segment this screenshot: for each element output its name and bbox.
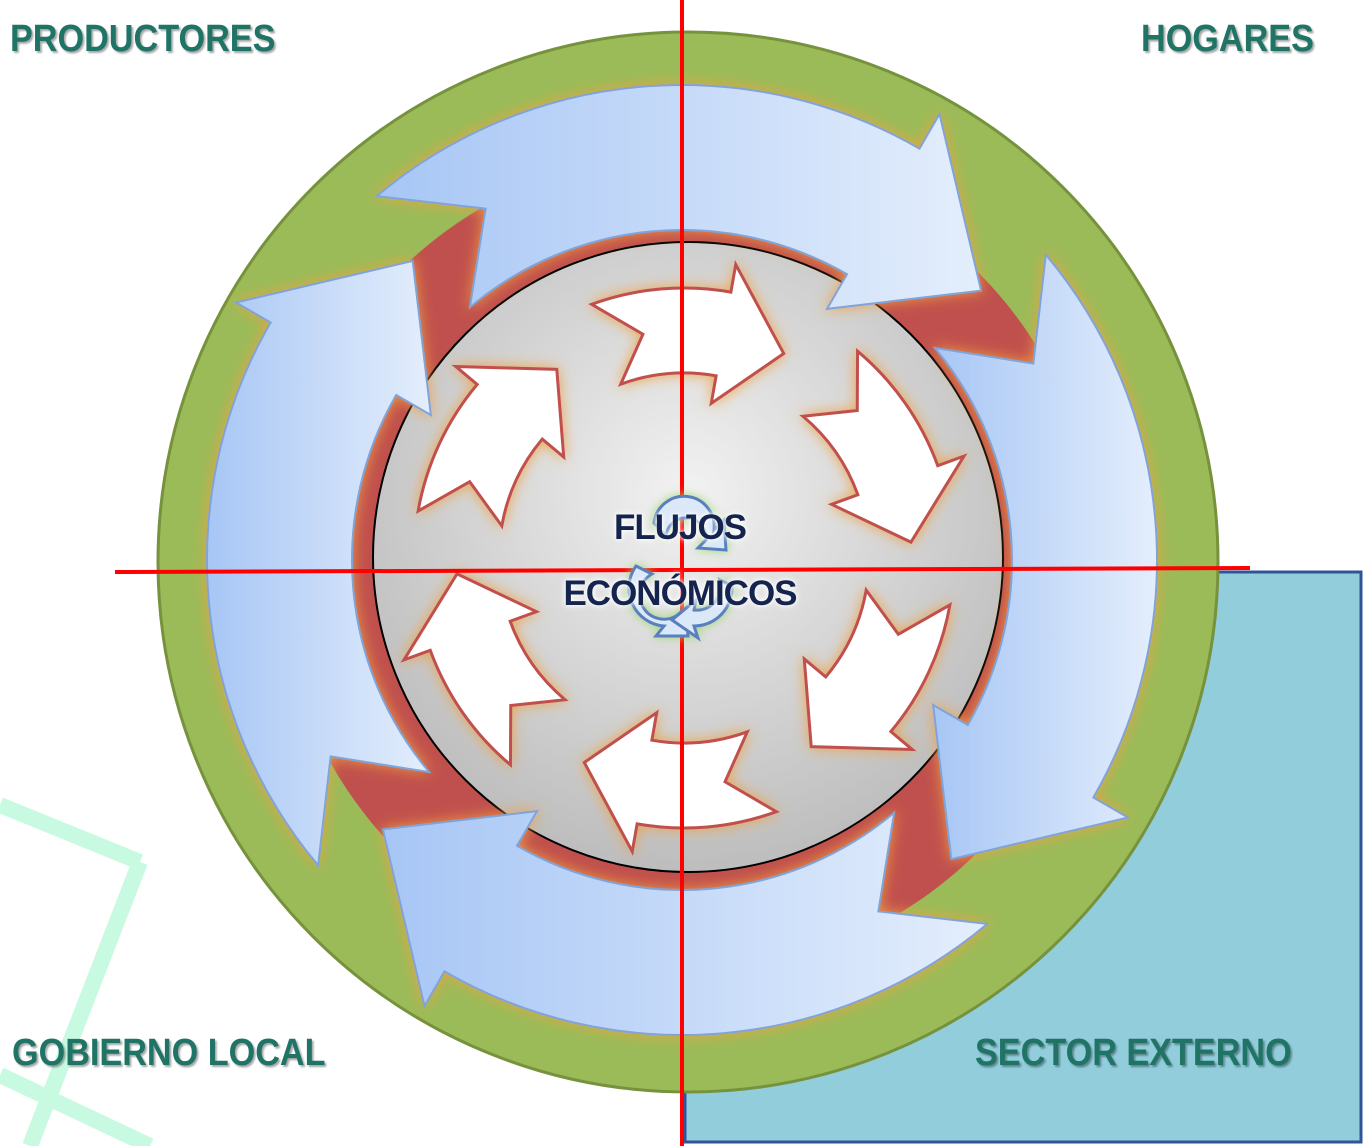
- cycle-arrows-icon: [627, 494, 734, 642]
- axis-lines: [114, 0, 1251, 1146]
- big-arrows: [206, 84, 1158, 1036]
- sector-externo-label: SECTOR EXTERNO: [975, 1032, 1292, 1074]
- small-arrow-6: [416, 364, 566, 530]
- gobierno-local-label: GOBIERNO LOCAL: [12, 1032, 326, 1074]
- center-title-line1: FLUJOS: [613, 508, 747, 547]
- small-arrow-2: [799, 347, 968, 545]
- big-arrow-bottom: [381, 809, 990, 1036]
- decorative-lines: [0, 797, 154, 1146]
- productores-label: PRODUCTORES: [10, 18, 276, 60]
- center-title-line2: ECONÓMICOS: [563, 574, 797, 613]
- small-arrow-3: [802, 586, 952, 752]
- big-arrow-left: [206, 259, 433, 868]
- small-arrow-1: [588, 260, 786, 407]
- big-arrow-right: [931, 252, 1158, 861]
- hogares-label: HOGARES: [1141, 18, 1314, 60]
- small-arrow-5: [400, 571, 569, 769]
- big-arrow-top: [374, 84, 983, 311]
